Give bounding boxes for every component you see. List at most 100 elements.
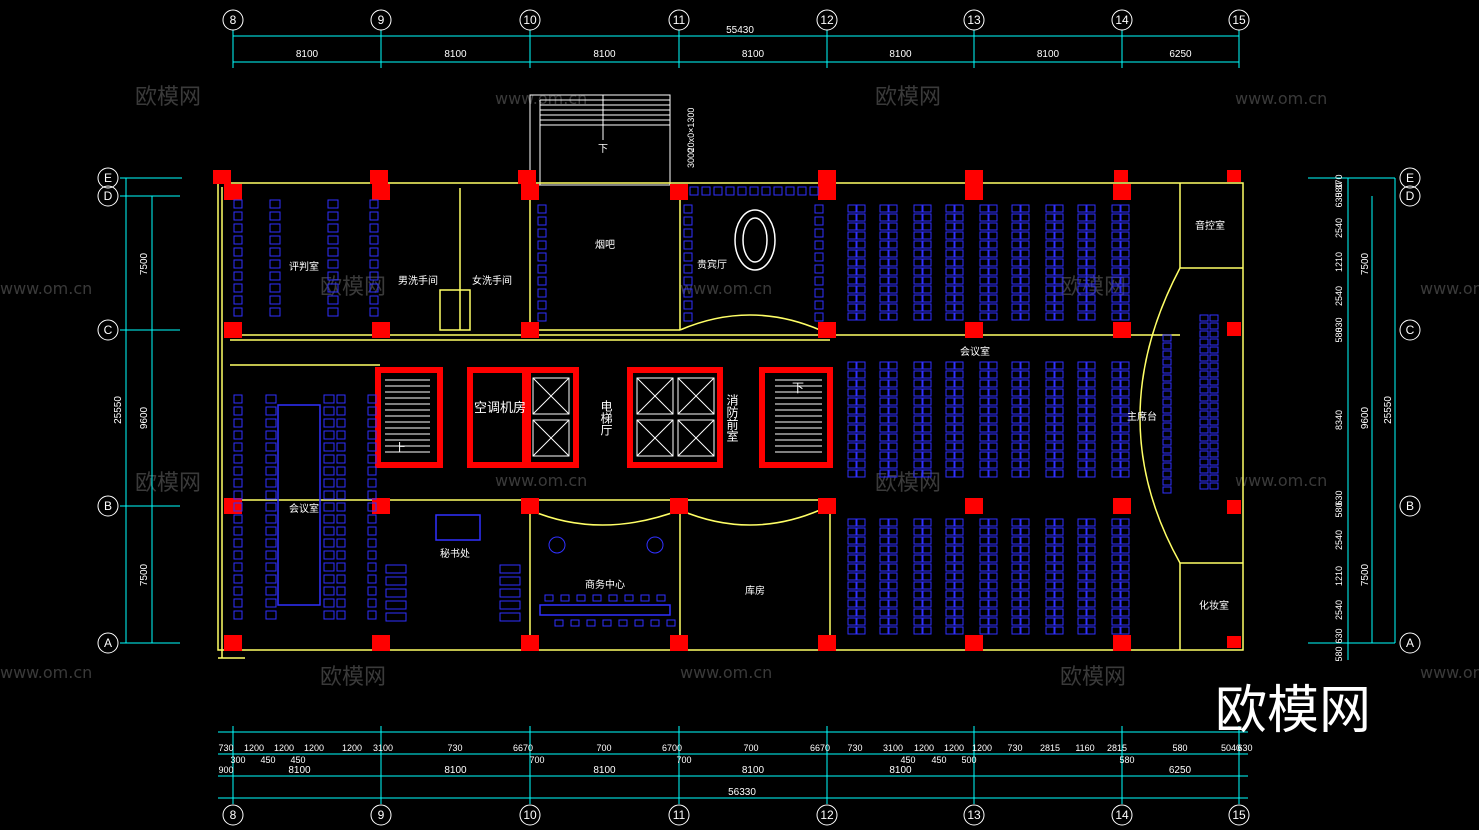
watermark-url: www.om.cn xyxy=(0,279,92,298)
seat xyxy=(922,204,932,213)
seat xyxy=(954,617,964,626)
top-total-dimension: 55430 xyxy=(726,25,754,36)
seat xyxy=(1045,581,1055,590)
grid-circle-right xyxy=(1399,495,1421,517)
column xyxy=(224,322,242,338)
seat xyxy=(265,466,277,476)
seat xyxy=(954,222,964,231)
seat xyxy=(1011,231,1021,240)
right-fine-dimension: 630 xyxy=(1334,628,1344,643)
seat xyxy=(879,572,889,581)
seat xyxy=(954,406,964,415)
seat xyxy=(913,554,923,563)
seat xyxy=(336,490,346,500)
bottom-fine-dimension: 580 xyxy=(1172,743,1187,753)
seat xyxy=(1077,204,1087,213)
seat xyxy=(1077,276,1087,285)
bottom-fine-dimension: 1200 xyxy=(304,743,324,753)
grid-label-top: 10 xyxy=(523,13,537,27)
seat xyxy=(323,574,335,584)
seat xyxy=(1011,527,1021,536)
seat xyxy=(683,312,693,322)
seat xyxy=(336,394,346,404)
seat xyxy=(1020,213,1030,222)
bottom-fine-dimension: 2815 xyxy=(1040,743,1060,753)
column xyxy=(818,322,836,338)
seat xyxy=(233,418,243,428)
seat xyxy=(1209,394,1219,402)
seat xyxy=(1111,204,1121,213)
seat xyxy=(1020,312,1030,321)
round-table xyxy=(548,536,566,554)
seat xyxy=(888,258,898,267)
seat xyxy=(847,424,857,433)
seat xyxy=(269,211,281,221)
seat xyxy=(888,599,898,608)
seat xyxy=(327,211,339,221)
seat xyxy=(913,469,923,478)
seat xyxy=(1054,285,1064,294)
seat xyxy=(1011,451,1021,460)
seat xyxy=(979,527,989,536)
seat xyxy=(1086,608,1096,617)
seat xyxy=(1045,240,1055,249)
seat xyxy=(879,249,889,258)
room-label: 秘书处 xyxy=(440,547,470,560)
seat xyxy=(988,222,998,231)
seat xyxy=(683,264,693,274)
bottom-span-dimension: 8100 xyxy=(889,765,912,776)
seat xyxy=(1011,617,1021,626)
seat xyxy=(913,303,923,312)
column xyxy=(213,170,231,184)
seat xyxy=(856,370,866,379)
seat xyxy=(847,626,857,635)
seat xyxy=(888,285,898,294)
seat xyxy=(1054,240,1064,249)
seat xyxy=(1111,370,1121,379)
seat xyxy=(954,460,964,469)
seat xyxy=(1120,518,1130,527)
grid-label-bottom: 14 xyxy=(1115,808,1129,822)
seat xyxy=(879,213,889,222)
seat xyxy=(1077,554,1087,563)
seat xyxy=(1111,536,1121,545)
seat xyxy=(1045,267,1055,276)
seat xyxy=(856,545,866,554)
seat xyxy=(945,379,955,388)
seat xyxy=(1111,361,1121,370)
seat xyxy=(913,249,923,258)
seat xyxy=(1086,312,1096,321)
seat xyxy=(1209,354,1219,362)
seat xyxy=(847,599,857,608)
seat xyxy=(1077,527,1087,536)
seat xyxy=(1086,258,1096,267)
seat xyxy=(1120,379,1130,388)
seat xyxy=(1011,545,1021,554)
seat xyxy=(954,213,964,222)
seat xyxy=(269,283,281,293)
seat xyxy=(945,545,955,554)
top-span-dimension: 8100 xyxy=(1037,49,1060,60)
seat xyxy=(856,599,866,608)
seat xyxy=(1120,267,1130,276)
seat xyxy=(1011,397,1021,406)
seat xyxy=(922,536,932,545)
watermark-url: www.om.cn xyxy=(495,471,587,490)
seat xyxy=(879,258,889,267)
seat xyxy=(922,469,932,478)
seat xyxy=(922,222,932,231)
grid-label-left: B xyxy=(104,499,112,513)
seat xyxy=(945,388,955,397)
seat xyxy=(1162,406,1172,414)
seat xyxy=(1020,442,1030,451)
seat xyxy=(1011,442,1021,451)
seat xyxy=(814,300,824,310)
seat xyxy=(1111,590,1121,599)
seat xyxy=(913,258,923,267)
seat xyxy=(1199,410,1209,418)
seat xyxy=(979,415,989,424)
seat xyxy=(1199,394,1209,402)
seat xyxy=(327,295,339,305)
seat xyxy=(1054,469,1064,478)
seat xyxy=(1011,590,1021,599)
